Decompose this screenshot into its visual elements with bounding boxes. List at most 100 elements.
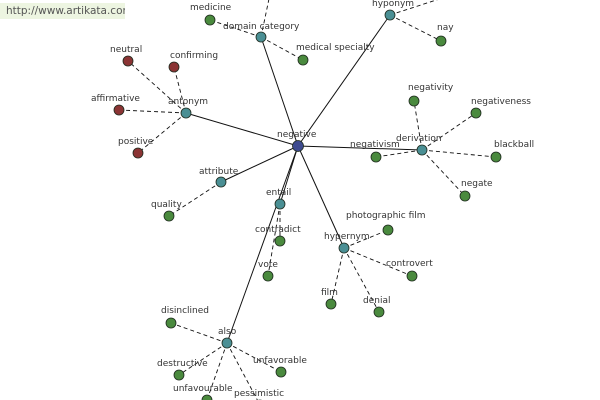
edge-center-also — [226, 145, 299, 344]
word-node[interactable] — [297, 54, 309, 66]
edge-attribute-word — [168, 181, 222, 217]
word-label: destructive — [157, 359, 208, 369]
edge-antonym-word — [173, 66, 187, 114]
edge-hyponym-word — [389, 14, 442, 42]
watermark-url[interactable]: http://www.artikata.com — [0, 3, 125, 19]
word-node[interactable] — [173, 369, 185, 381]
edge-domain_category-word — [209, 19, 262, 38]
relation-node-domain-category[interactable] — [255, 31, 267, 43]
edge-hypernym-word — [330, 247, 345, 305]
word-label: disinclined — [161, 306, 209, 316]
relation-node-also[interactable] — [221, 337, 233, 349]
word-node[interactable] — [275, 366, 287, 378]
relation-label: derivation — [396, 134, 442, 144]
word-node[interactable] — [435, 35, 447, 47]
relation-node-antonym[interactable] — [180, 107, 192, 119]
edge-also-word — [226, 342, 282, 373]
word-label: quality — [151, 200, 182, 210]
relation-label: also — [218, 327, 237, 337]
relation-node-hyponym[interactable] — [384, 9, 396, 21]
center-label: negative — [277, 130, 317, 140]
edge-derivation-word — [421, 112, 477, 151]
relation-label: hypernym — [324, 232, 370, 242]
edge-derivation-word — [421, 149, 497, 158]
word-label: vote — [258, 260, 278, 270]
word-label: negate — [461, 179, 493, 189]
word-label: contradict — [255, 225, 301, 235]
relation-label: attribute — [199, 167, 239, 177]
word-node[interactable] — [201, 394, 213, 400]
word-node[interactable] — [370, 151, 382, 163]
edge-also-word — [226, 342, 258, 400]
center-node[interactable] — [292, 140, 304, 152]
word-label: negativeness — [471, 97, 531, 107]
word-label: unfavourable — [173, 384, 233, 394]
word-node[interactable] — [113, 104, 125, 116]
word-label: affirmative — [91, 94, 140, 104]
word-label: pessimistic — [234, 389, 284, 399]
edge-center-hyponym — [297, 14, 391, 147]
edges-layer — [118, 0, 497, 400]
edge-hyponym-word — [389, 0, 438, 16]
word-node[interactable] — [163, 210, 175, 222]
edge-center-antonym — [185, 112, 299, 147]
word-node[interactable] — [325, 298, 337, 310]
edge-hypernym-word — [343, 247, 413, 277]
word-label: film — [321, 288, 338, 298]
word-node[interactable] — [408, 95, 420, 107]
word-node[interactable] — [262, 270, 274, 282]
edge-center-hypernym — [297, 145, 345, 249]
word-node[interactable] — [382, 224, 394, 236]
edge-derivation-word — [421, 149, 466, 197]
edge-also-word — [170, 322, 228, 344]
word-node[interactable] — [490, 151, 502, 163]
edge-antonym-word — [118, 109, 187, 114]
edge-center-domain_category — [260, 36, 299, 147]
word-label: denial — [363, 296, 390, 306]
word-node[interactable] — [132, 147, 144, 159]
relation-label: antonym — [168, 97, 208, 107]
nodes-layer — [113, 9, 502, 400]
word-node[interactable] — [274, 235, 286, 247]
word-label: blackball — [494, 140, 534, 150]
word-label: controvert — [386, 259, 433, 269]
word-label: medicine — [190, 3, 232, 13]
edge-also-word — [206, 342, 228, 400]
word-node[interactable] — [122, 55, 134, 67]
edge-domain_category-word — [260, 0, 270, 38]
word-label: medical specialty — [296, 43, 375, 53]
relation-node-attribute[interactable] — [215, 176, 227, 188]
edge-center-derivation — [297, 145, 423, 151]
edge-hypernym-word — [343, 247, 380, 313]
edge-hypernym-word — [343, 229, 389, 249]
word-label: confirming — [170, 51, 218, 61]
word-label: nay — [437, 23, 454, 33]
word-label: negativism — [350, 140, 400, 150]
word-node[interactable] — [406, 270, 418, 282]
edge-derivation-word — [413, 100, 423, 151]
word-label: negativity — [408, 83, 454, 93]
word-label: positive — [118, 137, 154, 147]
edge-also-word — [178, 342, 228, 376]
word-label: unfavorable — [253, 356, 307, 366]
relation-label: domain category — [223, 22, 300, 32]
relation-label: hyponym — [372, 0, 414, 9]
word-label: photographic film — [346, 211, 426, 221]
word-node[interactable] — [168, 61, 180, 73]
edge-entail-word — [267, 203, 281, 277]
relation-node-hypernym[interactable] — [338, 242, 350, 254]
word-node[interactable] — [165, 317, 177, 329]
edge-antonym-word — [127, 60, 187, 114]
word-node[interactable] — [204, 14, 216, 26]
labels-layer: nay medicine medical specialty neutral confi… — [91, 0, 534, 399]
word-node[interactable] — [373, 306, 385, 318]
relation-node-derivation[interactable] — [416, 144, 428, 156]
edge-center-attribute — [220, 145, 299, 183]
relation-node-entail[interactable] — [274, 198, 286, 210]
word-node[interactable] — [470, 107, 482, 119]
word-label: neutral — [110, 45, 142, 55]
edge-domain_category-word — [260, 36, 304, 61]
word-node[interactable] — [459, 190, 471, 202]
